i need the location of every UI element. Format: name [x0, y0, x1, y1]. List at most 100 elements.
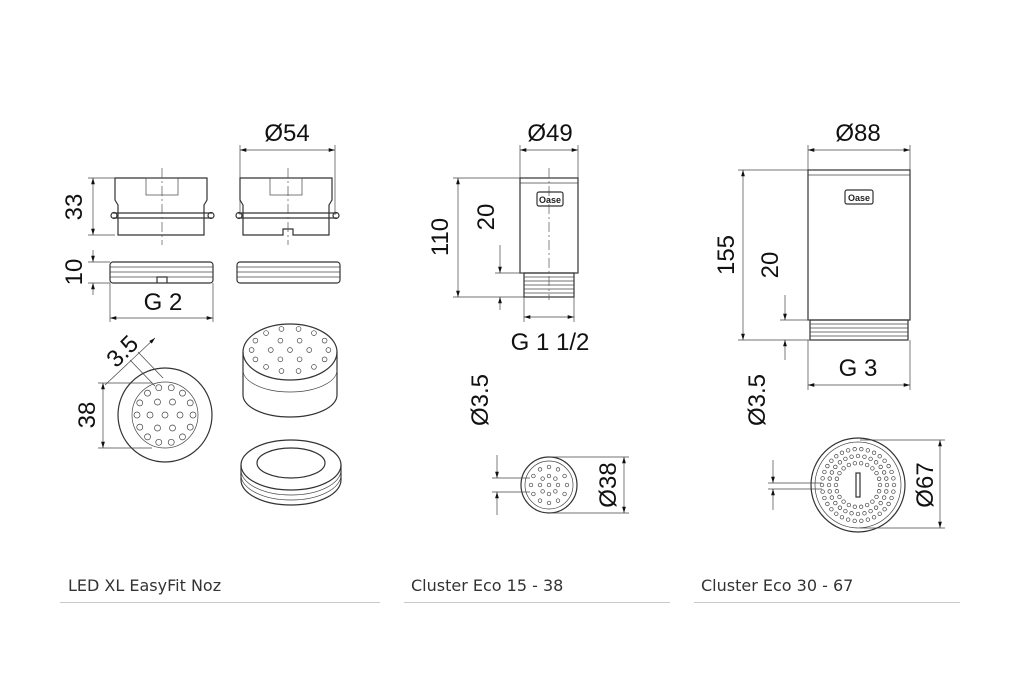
hole	[868, 508, 873, 514]
hole	[546, 491, 552, 497]
nozzle-face-view	[810, 437, 906, 533]
hole	[839, 515, 845, 520]
hole	[878, 464, 883, 470]
thread-ring-b	[236, 261, 341, 284]
hole	[278, 368, 285, 374]
hole	[889, 469, 894, 475]
hole	[186, 423, 194, 431]
hole	[562, 491, 567, 497]
hole	[849, 511, 854, 516]
hole	[886, 501, 891, 507]
hole	[546, 473, 552, 479]
drawing-led-xl-easyfit-noz: Ø54 33 10	[61, 120, 342, 506]
hole	[277, 356, 284, 363]
hole	[154, 398, 161, 406]
hole	[537, 482, 543, 488]
hole	[852, 461, 858, 466]
hole	[252, 337, 259, 344]
hole	[263, 330, 269, 336]
dim-thread-height: 20	[473, 204, 500, 231]
logo-text: Oase	[848, 193, 870, 203]
hole	[859, 518, 864, 523]
dim-diameter: Ø88	[835, 120, 880, 147]
hole	[865, 448, 871, 453]
hole	[167, 384, 175, 392]
hole	[837, 460, 843, 465]
hole	[295, 368, 302, 374]
dim-hole: Ø3.5	[467, 374, 494, 426]
hole	[864, 462, 870, 468]
hole	[834, 454, 839, 459]
dim-thread: G 2	[144, 289, 183, 316]
hole	[873, 505, 879, 510]
hole	[287, 347, 293, 353]
hole	[884, 489, 889, 494]
caption-led-xl-easyfit-noz: LED XL EasyFit Noz	[68, 576, 222, 595]
hole	[827, 476, 832, 481]
dim-height: 110	[427, 218, 454, 256]
hole	[555, 467, 561, 472]
hole	[553, 489, 558, 494]
dim-diameter: Ø54	[264, 120, 309, 147]
hole	[154, 424, 161, 432]
hole	[825, 463, 830, 469]
hole	[311, 330, 317, 336]
hole	[884, 482, 890, 488]
caption-cluster-eco-15-38: Cluster Eco 15 - 38	[411, 576, 564, 595]
hole	[839, 450, 845, 455]
dim-thread-height: 20	[757, 252, 784, 279]
hole	[325, 347, 332, 353]
hole	[852, 447, 857, 452]
hole	[136, 423, 144, 431]
hole	[837, 505, 843, 510]
hole	[306, 347, 312, 353]
hole	[884, 476, 889, 481]
hole	[878, 500, 883, 506]
hole	[133, 411, 141, 419]
hole	[144, 389, 151, 397]
hole	[859, 447, 864, 452]
hole	[531, 491, 536, 497]
hole	[176, 411, 184, 419]
hole	[865, 517, 871, 522]
thread-ring-a	[109, 261, 214, 284]
oase-logo	[536, 191, 564, 207]
hole	[846, 502, 852, 508]
divider	[60, 602, 380, 603]
nozzle-face-view	[117, 367, 213, 463]
hole	[827, 489, 832, 494]
oase-logo	[844, 189, 874, 205]
dim-face: Ø67	[912, 462, 939, 507]
hole	[179, 389, 186, 397]
hole	[829, 495, 835, 500]
hole	[820, 489, 825, 494]
hole	[546, 464, 552, 470]
hole	[849, 454, 854, 459]
hole	[843, 456, 848, 462]
hole	[146, 411, 154, 419]
logo-text: Oase	[539, 195, 561, 205]
hole	[852, 518, 857, 523]
dim-height: 33	[61, 194, 88, 221]
hole	[845, 448, 851, 453]
hole	[833, 482, 839, 488]
hole	[822, 495, 827, 501]
hole	[855, 453, 861, 459]
hole	[252, 356, 259, 363]
hole	[858, 461, 864, 466]
hole	[819, 482, 825, 488]
hole	[891, 489, 896, 494]
divider	[404, 602, 670, 603]
hole	[852, 504, 858, 509]
hole	[886, 463, 891, 469]
hole	[822, 469, 827, 475]
hole	[528, 482, 534, 488]
hole	[874, 470, 879, 476]
hole	[834, 489, 840, 494]
nozzle-isometric-view	[242, 323, 338, 418]
divider	[694, 602, 960, 603]
dim-face: 38	[74, 402, 101, 429]
hole	[833, 500, 838, 506]
hole	[179, 433, 186, 441]
